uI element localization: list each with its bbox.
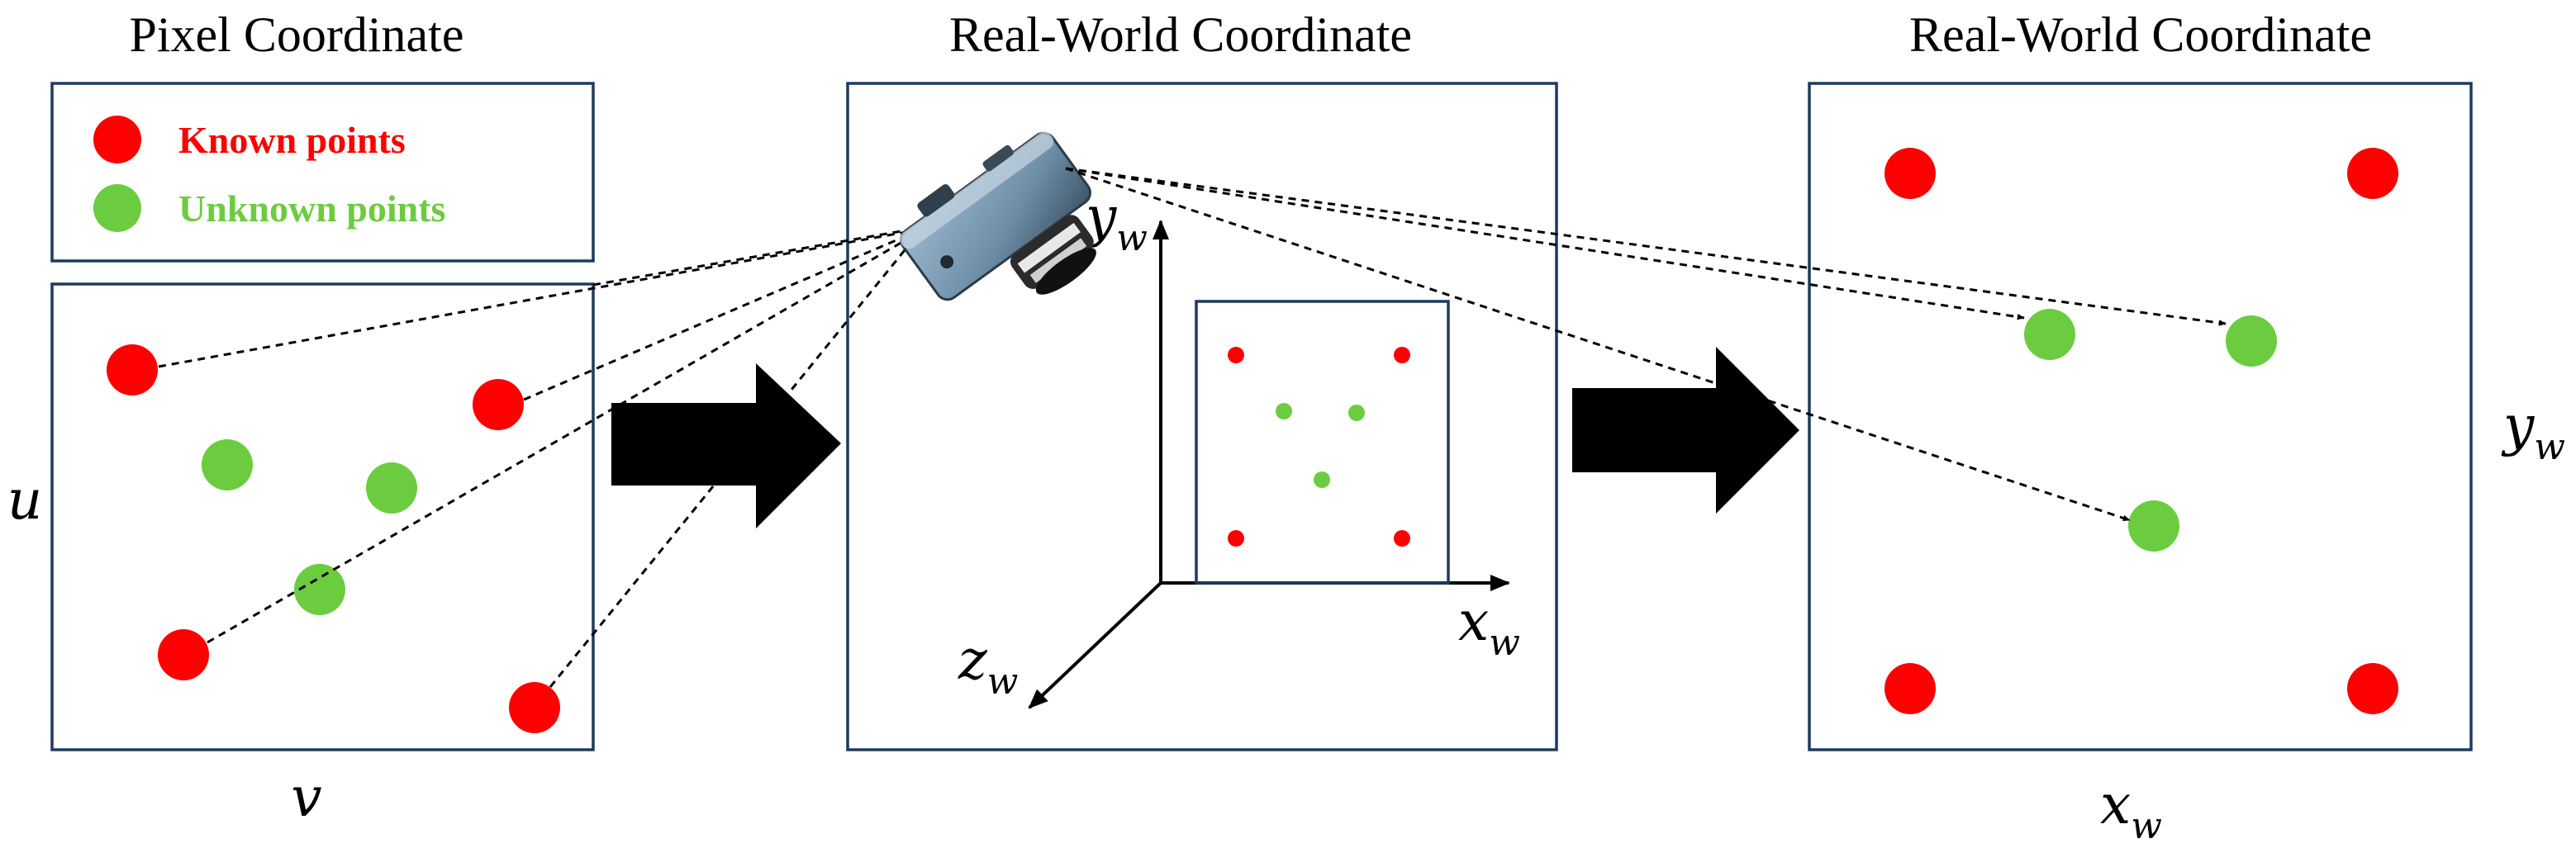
known-point-legend-marker (93, 116, 141, 163)
plane-known-point (1394, 530, 1410, 547)
plane-known-point (1228, 347, 1244, 363)
projection-ray (592, 226, 916, 287)
world-unknown-point (2226, 315, 2277, 367)
right-arrow-icon (611, 363, 841, 528)
right-x-axis-label: xw (2100, 773, 2162, 847)
plane-unknown-point (1276, 403, 1292, 419)
pixel-unknown-point (294, 564, 345, 615)
unknown-point-legend-marker (93, 184, 141, 232)
pixel-points (107, 344, 560, 733)
plane-known-point (1394, 347, 1410, 363)
projection-ray (523, 230, 916, 401)
world-known-point (2347, 148, 2398, 199)
pixel-coordinate-title: Pixel Coordinate (130, 7, 464, 62)
camera-icon (899, 131, 1096, 301)
plane-known-point (1228, 530, 1244, 547)
legend: Known points Unknown points (50, 82, 595, 263)
projection-ray (207, 233, 916, 644)
world-axes (1028, 220, 1510, 709)
plane-unknown-point (1348, 405, 1365, 421)
projection-ray (549, 236, 917, 688)
known-points-label: Known points (178, 119, 406, 161)
legend-box (50, 82, 595, 263)
pixel-known-point (158, 629, 209, 680)
pixel-known-point (107, 344, 158, 396)
camera-to-world-rays (1065, 167, 2227, 522)
world-coordinate-panel-middle (846, 82, 1558, 751)
projection-ray (158, 228, 916, 368)
world-coordinate-title-right: Real-World Coordinate (1909, 7, 2372, 62)
world-coordinate-panel-right (1808, 82, 2473, 751)
world-y-axis-label: yw (1083, 185, 1148, 259)
plane-unknown-point (1314, 471, 1330, 488)
world-x-axis-label: xw (1458, 590, 1520, 664)
reprojection-ray (1065, 167, 2227, 326)
pixel-u-axis-label: u (7, 468, 43, 532)
pixel-known-point (509, 682, 560, 733)
world-plane (1195, 300, 1450, 585)
world-unknown-point (2024, 309, 2075, 360)
world-plane-points (1228, 347, 1410, 547)
world-z-axis-label: zw (958, 628, 1018, 703)
pixel-v-axis-label: v (291, 765, 321, 829)
pixel-unknown-point (202, 439, 253, 490)
world-coordinate-title-middle: Real-World Coordinate (949, 7, 1412, 62)
unknown-points-label: Unknown points (178, 187, 445, 230)
world-known-point (1884, 148, 1936, 199)
pixel-unknown-point (366, 462, 417, 514)
reprojection-ray (1065, 167, 2025, 320)
world-points-right (1884, 148, 2398, 714)
reprojection-ray (1065, 167, 2131, 522)
world-unknown-point (2128, 500, 2179, 552)
world-known-point (2347, 663, 2398, 714)
z-axis-line (1028, 581, 1162, 709)
right-arrow-icon (1572, 347, 1799, 514)
right-y-axis-label: yw (2501, 394, 2565, 468)
pixel-known-point (473, 379, 524, 430)
pixel-to-camera-rays (158, 226, 917, 688)
world-known-point (1884, 663, 1936, 714)
pixel-coordinate-panel (50, 282, 595, 751)
